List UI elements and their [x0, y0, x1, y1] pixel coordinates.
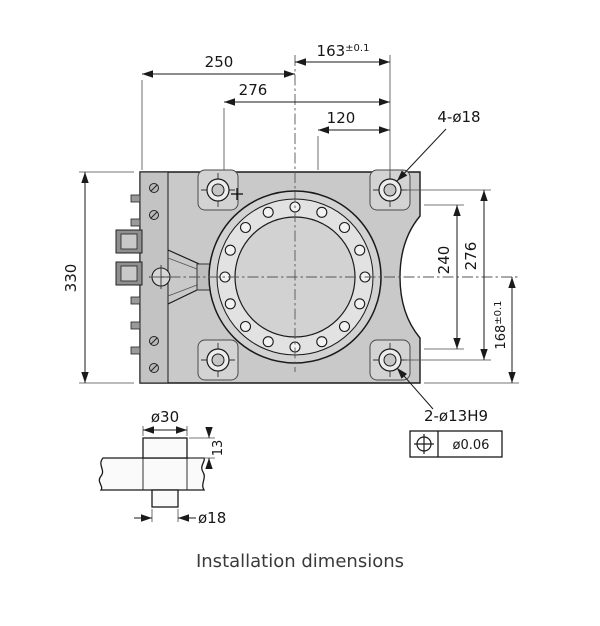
pin-holes-callout: 2-ø13H9 [396, 367, 488, 425]
corner-holes-callout: 4-ø18 [396, 108, 481, 182]
dim-pin-dia-label: ø18 [198, 509, 226, 527]
flange-bolt-hole [354, 298, 366, 310]
flange-bolt-hole [338, 221, 351, 234]
dim-pin-dia: ø18 [134, 509, 226, 527]
flange-bolt-hole [224, 244, 236, 256]
plate-nub [130, 296, 141, 305]
dim-boss-dia: ø30 [142, 408, 188, 436]
connector-block [115, 261, 143, 286]
pin-holes-label: 2-ø13H9 [424, 407, 488, 425]
dim-250: 250 [141, 53, 295, 170]
dim-276-top: 276 [223, 81, 390, 170]
flange-bolt-hole [224, 298, 236, 310]
flange-bolt-hole [239, 221, 252, 234]
dim-boss-height-label: 13 [211, 440, 226, 457]
corner-holes-label: 4-ø18 [437, 108, 480, 126]
dim-168-label: 168±0.1 [493, 300, 509, 349]
dim-330: 330 [62, 171, 134, 384]
flange-bolt-hole [316, 206, 328, 218]
screw-icon [149, 183, 159, 193]
dim-240: 240 [424, 204, 464, 350]
plate-nub [130, 218, 141, 227]
plate-nub [130, 194, 141, 203]
screw-icon [149, 336, 159, 346]
position-tolerance-icon [414, 434, 434, 454]
connector-block [115, 229, 143, 254]
dim-168: 168±0.1 [424, 277, 519, 384]
dim-163: 163±0.1 [295, 42, 391, 177]
plate-section-bar [98, 457, 206, 491]
plate-nub [130, 321, 141, 330]
position-tolerance-frame: ø0.06 [409, 430, 503, 458]
flange-bolt-hole [262, 206, 274, 218]
pin-rect [151, 489, 179, 508]
flange-bolt-hole [262, 336, 274, 348]
screw-icon [149, 210, 159, 220]
boss-rect [142, 437, 188, 459]
drawing-caption: Installation dimensions [196, 551, 404, 572]
dim-boss-dia-label: ø30 [151, 408, 179, 426]
dim-120: 120 [317, 109, 390, 170]
flange-bolt-hole [338, 320, 351, 333]
plus-mark [231, 188, 243, 200]
dim-120-label: 120 [327, 109, 356, 127]
flange-bolt-hole [354, 244, 366, 256]
dim-276-right: 276 [404, 189, 491, 361]
dim-250-label: 250 [205, 53, 234, 71]
dim-boss-height: 13 [189, 427, 226, 469]
flange-bolt-hole [239, 320, 252, 333]
position-tolerance-value: ø0.06 [453, 438, 490, 453]
dim-276-right-label: 276 [462, 242, 480, 271]
flange-bolt-hole [316, 336, 328, 348]
dim-330-label: 330 [62, 264, 80, 293]
dim-276-top-label: 276 [239, 81, 268, 99]
dim-163-label: 163±0.1 [317, 42, 370, 60]
pin-section-view: ø30 13 ø18 [98, 408, 226, 527]
side-mounting-plate [115, 171, 173, 384]
plate-nub [130, 346, 141, 355]
dim-240-label: 240 [435, 246, 453, 275]
screw-icon [149, 363, 159, 373]
